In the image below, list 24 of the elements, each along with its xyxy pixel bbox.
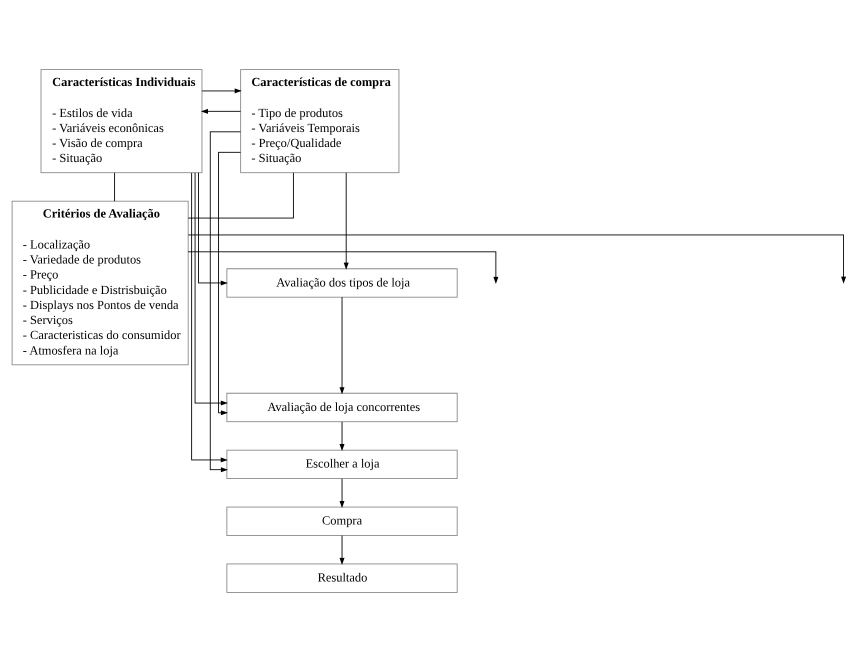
arrow bbox=[340, 535, 345, 565]
arrow bbox=[200, 108, 241, 114]
arrow bbox=[191, 172, 228, 462]
arrow bbox=[202, 88, 242, 94]
arrow bbox=[218, 152, 241, 416]
arrow bbox=[344, 172, 349, 270]
node-box: Critérios de Avaliação - Localização - Variedade de produtos - Preço - Publicidade e Distrisbuição - Displays nos Pontos de venda - Serviços - Caracteristicas do consumidor - Atmosfera na loja bbox=[12, 200, 189, 366]
connector bbox=[188, 172, 294, 218]
arrow bbox=[340, 296, 345, 394]
node-box: Características de compra - Tipo de produtos - Variáveis Temporais - Preço/Qualidade - Situação bbox=[240, 69, 400, 174]
arrow bbox=[210, 131, 241, 472]
arrow bbox=[198, 172, 228, 286]
node-box: Características Individuais - Estilos de vida - Variáveis econônicas - Visão de compra - Situação bbox=[40, 69, 202, 174]
arrow bbox=[188, 251, 498, 284]
node-box: Compra bbox=[226, 506, 458, 536]
node-box: Resultado bbox=[226, 564, 458, 593]
arrow bbox=[194, 172, 228, 406]
node-box: Escolher a loja bbox=[226, 450, 458, 480]
arrow bbox=[340, 421, 345, 452]
connector bbox=[114, 172, 116, 202]
arrow bbox=[340, 478, 345, 508]
node-box: Avaliação de loja concorrentes bbox=[226, 392, 458, 422]
node-box: Avaliação dos tipos de loja bbox=[226, 268, 458, 298]
arrow bbox=[188, 234, 846, 284]
